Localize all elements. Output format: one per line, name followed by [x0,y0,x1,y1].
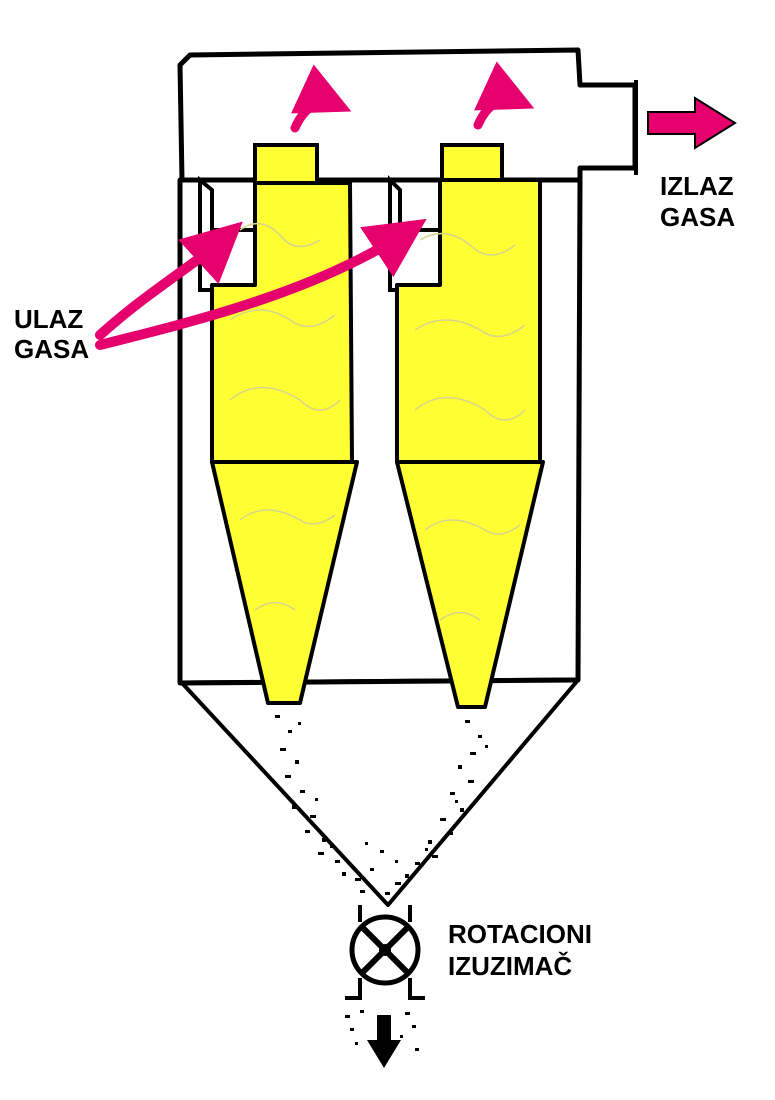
dust-particles [275,715,488,895]
vortex-finder-right [440,143,504,182]
hopper-top-edge [181,677,579,686]
gas-inlet-label-line2: GASA [14,334,89,364]
top-plenum [177,47,638,183]
inlet-flow-arrows [95,218,427,350]
gas-outlet-label-line1: IZLAZ [660,171,734,201]
swirl-arrow-right [473,61,535,130]
collection-hopper [180,678,580,907]
rotary-valve [345,905,425,1000]
cyclone-left [210,143,359,705]
gas-outlet-label-line2: GASA [660,202,735,232]
swirl-arrow-left [290,64,352,133]
gas-inlet-label-line1: ULAZ [14,304,83,334]
discharge-arrow [367,1015,401,1068]
cyclone-cone-right [395,460,545,709]
vortex-finder-left [253,143,319,185]
rotary-valve-label-line1: ROTACIONI [448,919,592,949]
rotary-valve-label-line2: IZUZIMAČ [448,951,572,981]
discharge-dust [345,1010,419,1051]
outlet-flow-arrow [647,96,737,150]
cyclone-right [395,143,545,709]
